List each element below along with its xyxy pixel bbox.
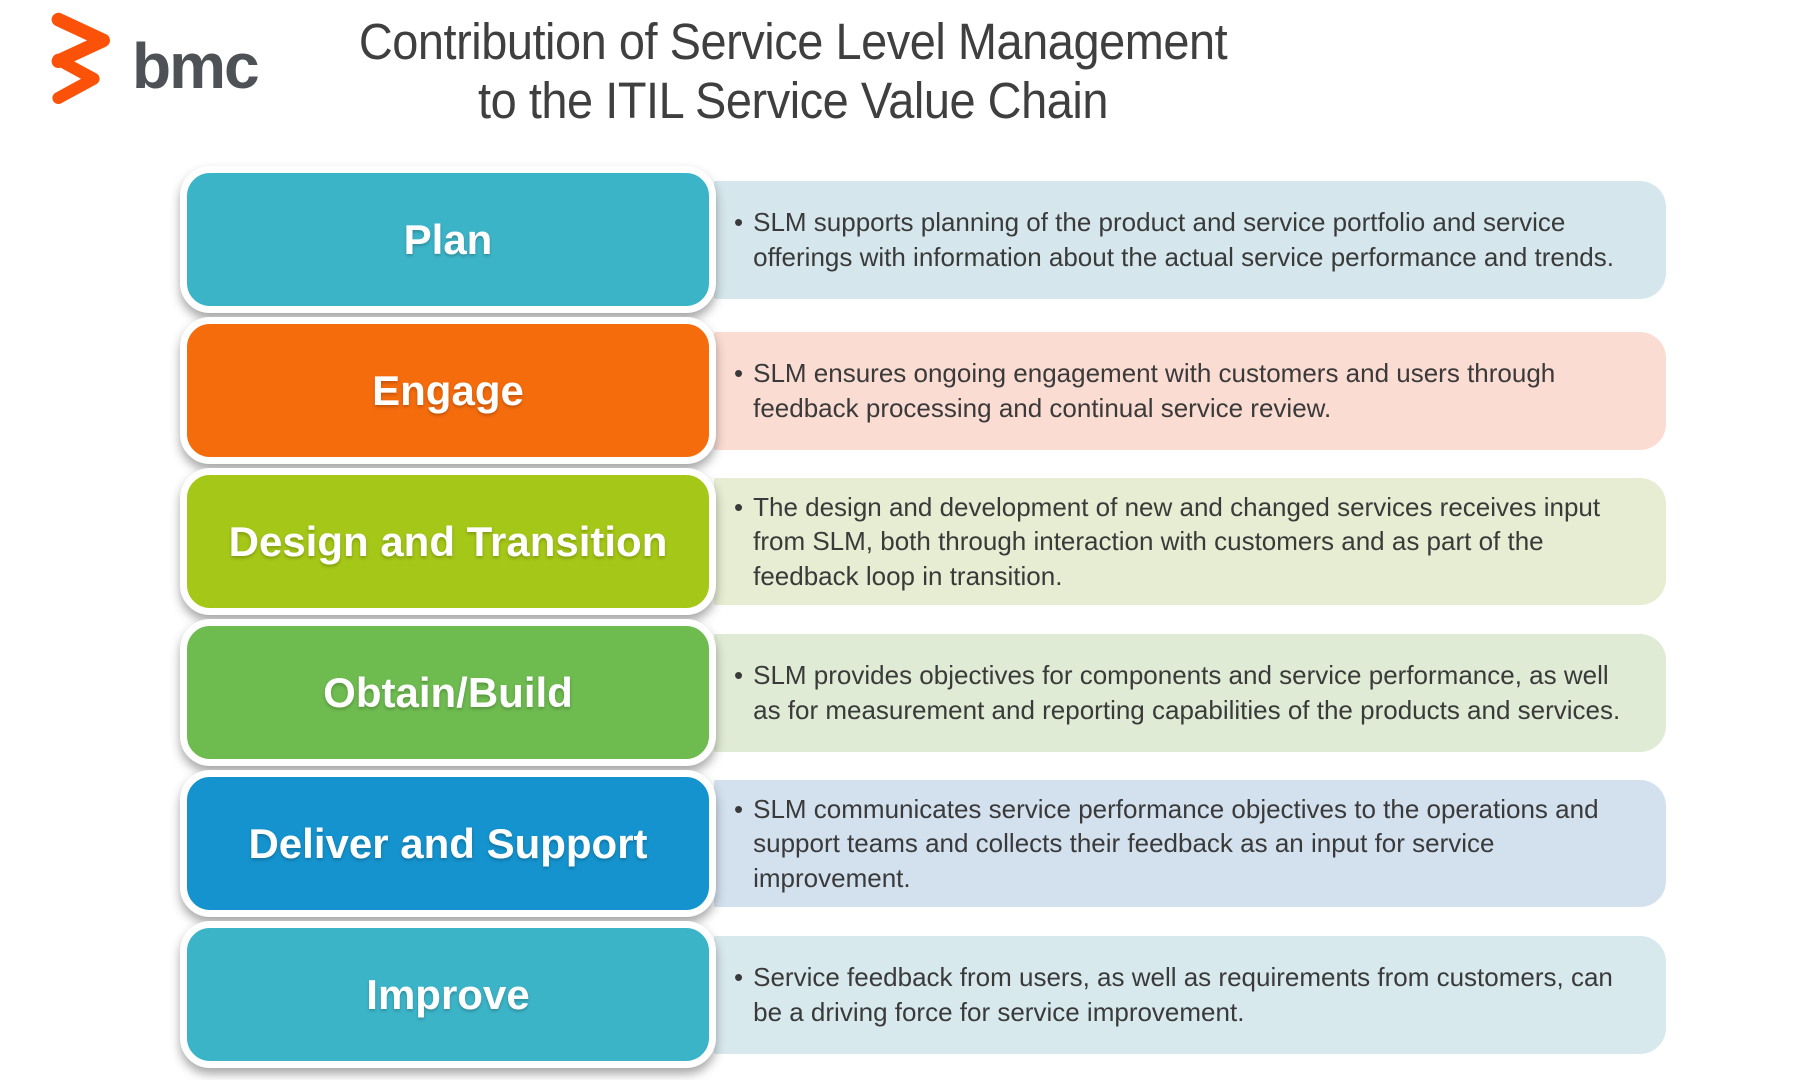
page-title-line2: to the ITIL Service Value Chain	[478, 72, 1108, 130]
activity-box-obtain-build: Obtain/Build	[180, 619, 716, 766]
activity-box-plan: Plan	[180, 166, 716, 313]
description-panel-deliver-and-support: • SLM communicates service performance o…	[714, 780, 1666, 907]
description-panel-obtain-build: • SLM provides objectives for components…	[714, 633, 1666, 752]
description-text: SLM communicates service performance obj…	[753, 794, 1599, 893]
page-title-line1: Contribution of Service Level Management	[358, 13, 1228, 70]
row-plan: Plan • SLM supports planning of the prod…	[180, 166, 1666, 313]
row-deliver-and-support: Deliver and Support • SLM communicates s…	[180, 770, 1666, 917]
value-chain-rows: Plan • SLM supports planning of the prod…	[180, 166, 1666, 1068]
row-design-and-transition: Design and Transition • The design and d…	[180, 468, 1666, 615]
description-text: The design and development of new and ch…	[753, 492, 1601, 591]
activity-label: Obtain/Build	[323, 668, 573, 716]
activity-box-improve: Improve	[180, 921, 716, 1068]
bullet-icon: •	[734, 794, 744, 825]
bullet-icon: •	[734, 207, 744, 238]
bullet-icon: •	[734, 358, 744, 389]
activity-label: Deliver and Support	[248, 819, 648, 867]
row-improve: Improve • Service feedback from users, a…	[180, 921, 1666, 1068]
bullet-icon: •	[734, 492, 744, 523]
activity-box-engage: Engage	[180, 317, 716, 464]
activity-box-deliver-and-support: Deliver and Support	[180, 770, 716, 917]
description-text: SLM supports planning of the product and…	[753, 207, 1614, 272]
activity-label: Engage	[372, 366, 524, 414]
activity-label: Improve	[366, 970, 530, 1018]
bmc-logo: bmc	[44, 8, 260, 113]
bmc-chevrons-icon	[44, 8, 124, 113]
description-text: SLM provides objectives for components a…	[753, 660, 1621, 725]
bullet-icon: •	[734, 962, 744, 993]
bullet-icon: •	[734, 660, 744, 691]
description-text: SLM ensures ongoing engagement with cust…	[753, 358, 1556, 423]
page-title: Contribution of Service Level Management…	[358, 12, 1228, 130]
activity-label: Design and Transition	[228, 517, 668, 565]
bmc-logo-text: bmc	[132, 29, 260, 102]
description-panel-engage: • SLM ensures ongoing engagement with cu…	[714, 331, 1666, 450]
description-panel-plan: • SLM supports planning of the product a…	[714, 180, 1666, 299]
activity-box-design-and-transition: Design and Transition	[180, 468, 716, 615]
description-panel-design-and-transition: • The design and development of new and …	[714, 478, 1666, 605]
row-obtain-build: Obtain/Build • SLM provides objectives f…	[180, 619, 1666, 766]
row-engage: Engage • SLM ensures ongoing engagement …	[180, 317, 1666, 464]
description-text: Service feedback from users, as well as …	[753, 962, 1613, 1027]
description-panel-improve: • Service feedback from users, as well a…	[714, 935, 1666, 1054]
activity-label: Plan	[403, 215, 493, 263]
